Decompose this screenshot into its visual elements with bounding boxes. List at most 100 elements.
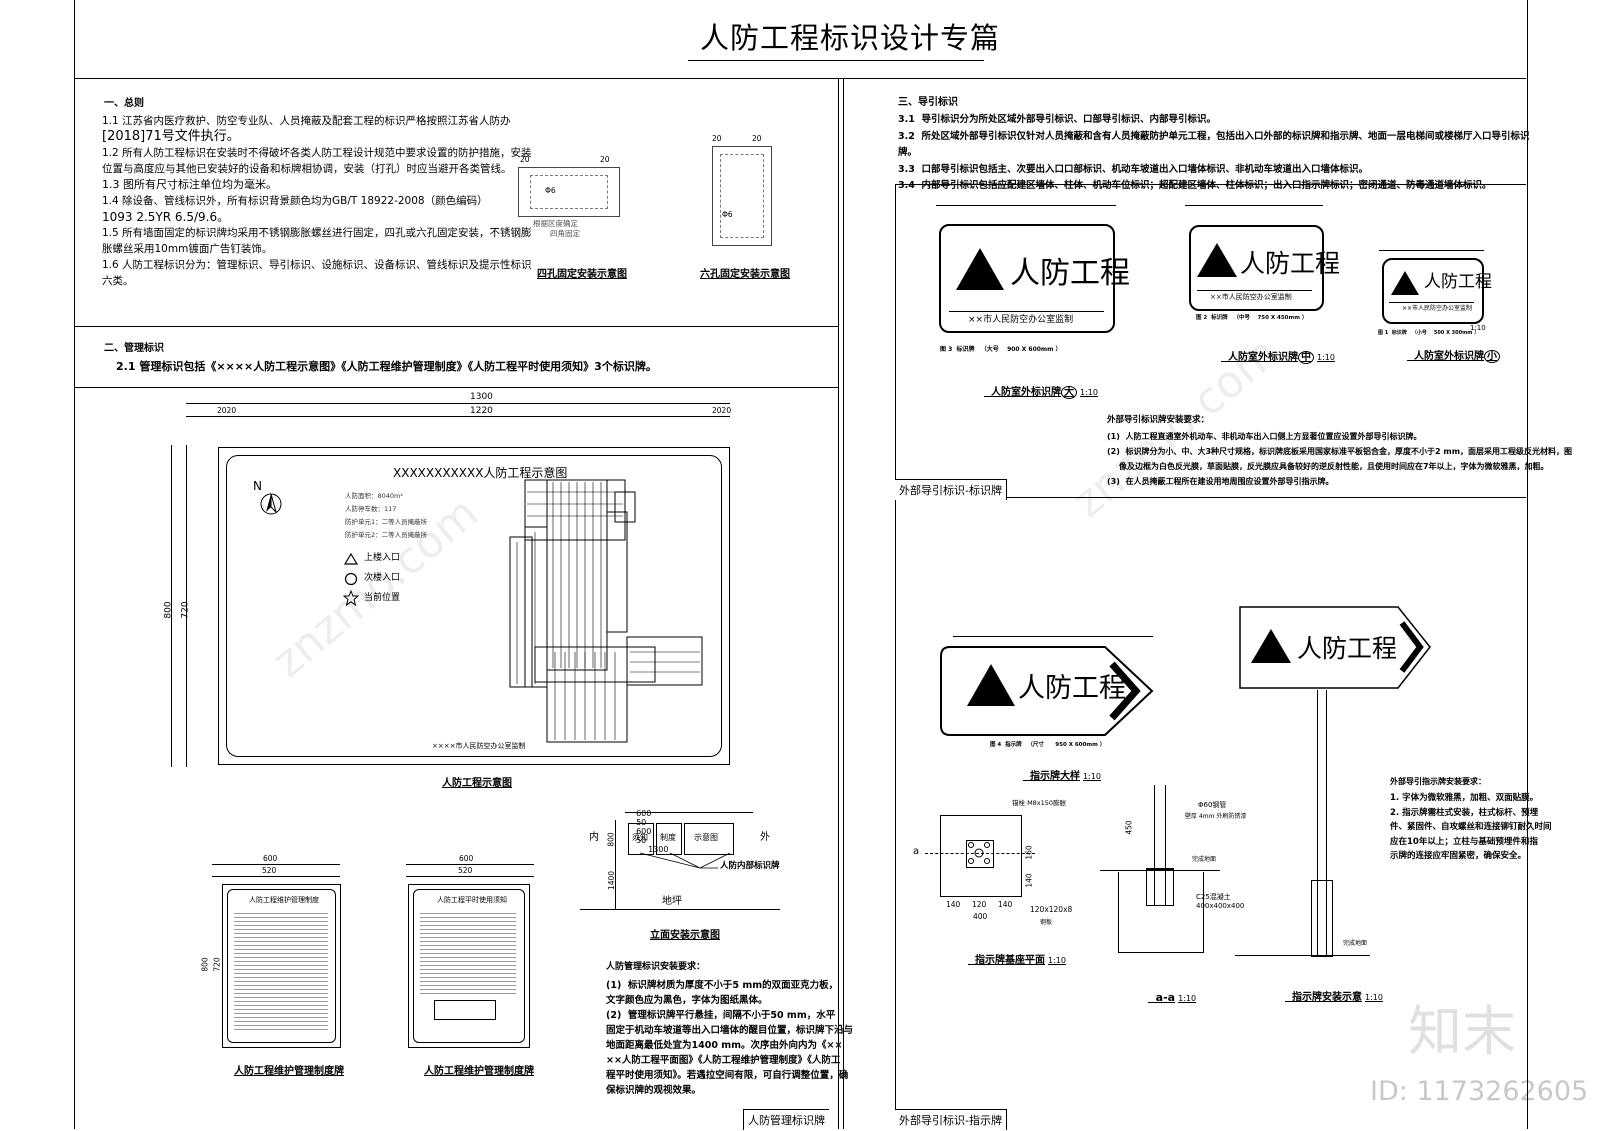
six-hole-caption: 六孔固定安装示意图: [700, 269, 790, 280]
base-caption-text: 指示牌基座平面: [974, 955, 1045, 966]
base-label-140a: 140: [946, 900, 961, 909]
left-divider-2: [74, 387, 838, 388]
mgmt-install-notes: (1) 标识牌材质为厚度不小于5 mm的双面亚克力板， 文字颜色应为黑色，字体为…: [606, 978, 853, 1098]
elev-box-rules: [656, 823, 682, 855]
elev-dim: 600: [636, 809, 652, 818]
four-hole-diameter: Φ6: [545, 186, 556, 195]
mgmt-panel-label: 人防管理标识牌: [743, 1109, 829, 1130]
left-divider: [74, 326, 838, 327]
legend-up-entrance: 上楼入口: [364, 553, 401, 563]
base-label-a: a: [913, 846, 920, 857]
six-hole-dim: 20: [712, 134, 722, 143]
mgmt-install-line: (1) 标识牌材质为厚度不小于5 mm的双面亚克力板，: [606, 980, 839, 991]
guide-line: 3.2 所处区域外部导引标识仅针对人员掩蔽和含有人员掩蔽防护单元工程，包括出入口…: [898, 130, 1530, 142]
map-board: [218, 447, 730, 765]
right-divider: [895, 184, 1526, 185]
pole-req-line: 2. 指示牌需柱式安装，柱式标杆、预埋: [1390, 807, 1539, 818]
elev-box-map-label: 示意图: [694, 833, 718, 842]
mid-sign-spec: 图 2 标识牌 （中号 750 X 450mm ）: [1196, 315, 1308, 321]
pole-base: [1311, 880, 1333, 957]
usage-notice-inner: [413, 889, 525, 1043]
outdoor-req-line: (1) 人防工程直通室外机动车、非机动车出入口侧上方显著位置应设置外部导引标识牌…: [1107, 432, 1422, 441]
map-caption: 人防工程示意图: [442, 778, 512, 789]
section-ground: [1100, 870, 1220, 871]
base-label-bolt: 锚栓 M8x150膨胀: [1012, 799, 1067, 807]
base-label-160: 160: [1024, 845, 1034, 860]
map-info-line: 防护单元1：二等人员掩蔽所: [345, 518, 428, 526]
board1-dim-line-2: [212, 876, 340, 877]
map-title: XXXXXXXXXXX人防工程示意图: [393, 466, 568, 480]
board1-title: 人防工程维护管理制度: [249, 896, 319, 904]
base-label-plate: 120x120x8: [1030, 905, 1073, 914]
outdoor-req-notes: (1) 人防工程直通室外机动车、非机动车出入口侧上方显著位置应设置外部导引标识牌…: [1107, 429, 1572, 489]
drawing-frame: [74, 0, 1528, 1129]
outdoor-req-heading: 外部导引标识牌安装要求：: [1107, 415, 1210, 425]
elev-leader-label: 人防内部标识牌: [720, 861, 780, 871]
elev-caption: 立面安装示意图: [650, 930, 720, 941]
board1-dim-w: 600: [263, 854, 278, 863]
small-sign-divider: [1389, 302, 1474, 303]
mgmt-install-line: 文字颜色应为黑色，字体为图纸黑体。: [606, 995, 768, 1006]
guide-line: 3.3 口部导引标识包括主、次要出入口口部标识、机动车坡道出入口墙体标识、非机动…: [898, 163, 1368, 175]
floor-plan: [509, 479, 703, 743]
outdoor-req-line: 像及边框为白色反光膜，草面贴膜，反光膜应具备较好的逆反射性能，且使用时间应在7年…: [1119, 462, 1549, 471]
board1-dim-inner: 520: [262, 866, 277, 875]
six-hole-inner: [720, 154, 764, 238]
large-size: 大: [1060, 386, 1077, 399]
page-title: 人防工程标识设计专篇: [700, 21, 1001, 55]
base-label-140b: 140: [998, 900, 1013, 909]
general-line: 1.6 人防工程标识分为：管理标识、导引标识、设施标识、设备标识、管线标识及提示…: [102, 259, 532, 271]
four-hole-dim: 20: [600, 155, 610, 164]
legend-secondary-entrance: 次楼入口: [364, 573, 401, 583]
pole: [1317, 690, 1327, 955]
small-caption: 人防室外标识牌小: [1407, 336, 1500, 363]
section-scale: 1:10: [1178, 994, 1197, 1003]
mid-sign-text: 人防工程: [1240, 249, 1341, 278]
section-foundation: [1118, 872, 1204, 953]
elev-ground-line: [580, 909, 780, 910]
pole-req-heading: 外部导引指示牌安装要求：: [1390, 777, 1486, 786]
four-hole-note: 根据区度确定: [533, 219, 578, 228]
elev-vert-line: [615, 820, 616, 910]
four-hole-caption: 四孔固定安装示意图: [537, 269, 627, 280]
watermark-id: ID: 1173262605: [1370, 1076, 1589, 1107]
elev-dim: 50: [636, 836, 647, 845]
large-sign-dim: [936, 205, 1116, 206]
base-plan: [940, 815, 1022, 897]
section-caption-text: a-a: [1155, 991, 1176, 1004]
title-divider: [74, 78, 1526, 79]
warning-triangle-icon: [956, 248, 1004, 290]
base-label-steel: 钢板: [1040, 919, 1053, 926]
small-sign-sub: ××市人民防空办公室监制: [1402, 305, 1473, 312]
elevation-dims: 600 50 600 50 1300: [631, 800, 668, 854]
small-caption-text: 人防室外标识牌: [1413, 351, 1484, 362]
guide-heading: 三、导引标识: [898, 97, 958, 108]
six-hole-diameter: Φ6: [722, 210, 733, 219]
warning-triangle-icon: [967, 664, 1015, 706]
arrow-scale: 1:10: [1082, 772, 1101, 781]
pole-req-line: 件、紧固件、自攻螺丝和连接铆钉耐久时间: [1390, 822, 1552, 832]
legend-current-location: 当前位置: [364, 593, 401, 603]
right-divider-2: [895, 497, 1526, 498]
mgmt-install-line: 地面距离最低处宜为1400 mm。次序由外向内为《××: [606, 1040, 843, 1051]
map-info-line: 防护单元2：二等人员掩蔽所: [345, 531, 428, 539]
elev-box-notice: [628, 823, 654, 855]
general-line: 1.2 所有人防工程标识在安装时不得破坏各类人防工程设计规范中要求设置的防护措施…: [102, 147, 532, 159]
large-caption-text: 人防室外标识牌: [990, 387, 1061, 398]
section-label-concrete: C25混凝土: [1196, 893, 1231, 901]
general-line: 位置与高度应与其他已安装好的设备和标牌相协调，安装（打孔）时应当避开各类管线。: [102, 163, 512, 175]
north-arrow-icon: [260, 493, 282, 515]
section-pipe: [1154, 785, 1166, 905]
board2-title: 人防工程平时使用须知: [437, 896, 507, 904]
guide-line: 3.4 内部导引标识包括应配建区墙体、柱体、机动车位标识；超配建区墙体、柱体标识…: [898, 180, 1492, 191]
install-scale: 1:10: [1364, 993, 1383, 1002]
mgmt-install-line: ××人防工程平面图》《人防工程维护管理制度》《人防工: [606, 1055, 841, 1066]
board2-stamp-box: [434, 1000, 496, 1020]
large-sign-divider: [949, 311, 1104, 312]
base-label-120: 120: [972, 900, 987, 909]
small-scale-top: 1:10: [1470, 324, 1486, 332]
triangle-icon: [343, 552, 359, 565]
arrow-sign-dim: [953, 636, 1153, 637]
